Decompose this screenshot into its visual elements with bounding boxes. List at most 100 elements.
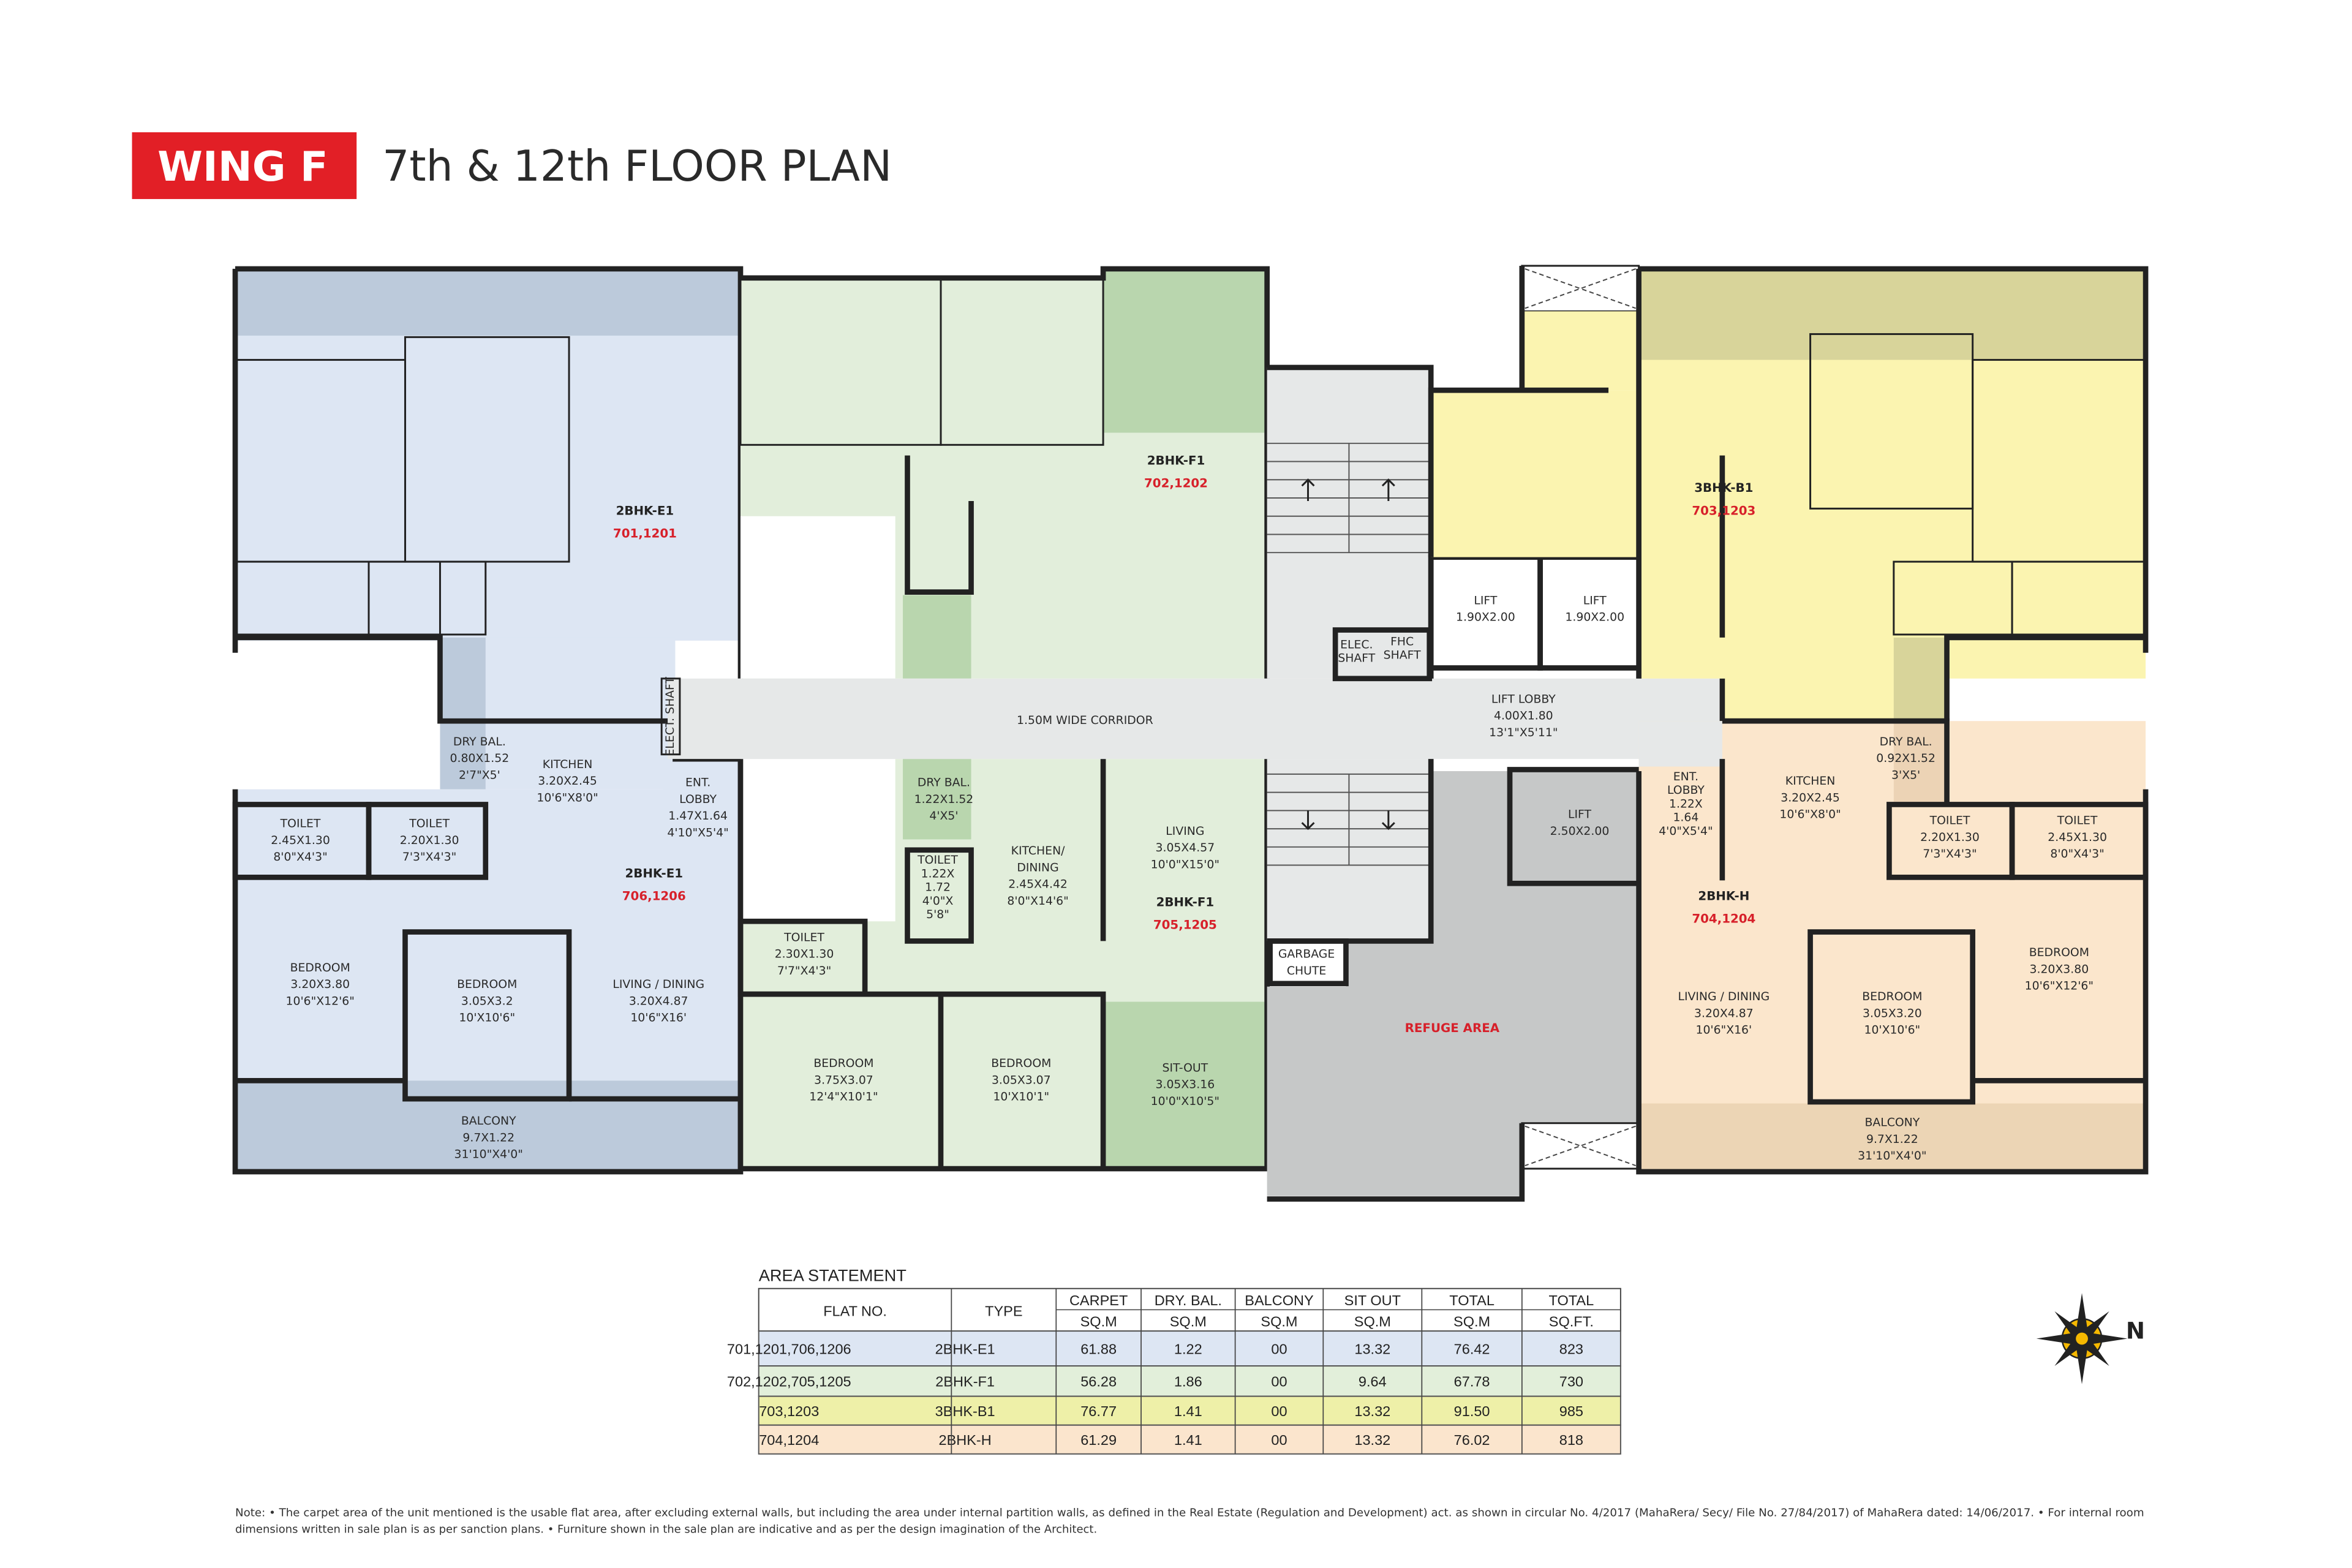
wing-label: WING F	[157, 143, 328, 190]
room-label-line: 3.05X3.16	[1156, 1079, 1215, 1091]
room-label-line: 2.45X4.42	[1008, 878, 1068, 891]
unit-type-label: 2BHK-E1	[616, 503, 674, 518]
column-header: SQ.M	[1453, 1314, 1490, 1330]
room-label-line: TOILET	[783, 931, 824, 944]
room-label-line: 1.50M WIDE CORRIDOR	[1017, 714, 1153, 727]
room-label-line: 2'7"X5'	[459, 769, 500, 782]
room-label-line: 3.20X3.80	[290, 978, 350, 991]
room-label-line: 10'6"X12'6"	[286, 995, 355, 1008]
room-label-line: 1.90X2.00	[1565, 611, 1624, 624]
column-header: SQ.M	[1170, 1314, 1207, 1330]
room-label-line: 7'7"X4'3"	[777, 965, 831, 978]
table-cell: 76.02	[1454, 1432, 1490, 1448]
room-label-line: BEDROOM	[813, 1057, 873, 1070]
note-line-2: dimensions written in sale plan is as pe…	[235, 1523, 1097, 1536]
room-label-line: SIT-OUT	[1163, 1061, 1208, 1074]
table-cell: 1.86	[1174, 1374, 1202, 1390]
unit-2bhk-h	[1636, 718, 2149, 1175]
room-label-line: 1.22X1.52	[914, 793, 974, 806]
room-label-line: 3.20X2.45	[1781, 791, 1840, 804]
room-label-line: BEDROOM	[991, 1057, 1051, 1070]
room-label-line: 10'X10'1"	[993, 1091, 1049, 1104]
table-cell: 2BHK-F1	[935, 1374, 995, 1390]
table-cell: 818	[1559, 1432, 1583, 1448]
table-cell: 00	[1271, 1374, 1287, 1390]
unit-type-label: 2BHK-E1	[625, 866, 683, 880]
room-label-line: BALCONY	[1864, 1117, 1920, 1129]
room-label-line: 8'0"X14'6"	[1007, 895, 1068, 908]
room-label-line: TOILET	[2057, 815, 2098, 827]
room-label-line: 3.20X4.87	[629, 995, 688, 1008]
table-cell: 61.88	[1080, 1341, 1117, 1357]
room-label-line: BEDROOM	[290, 962, 350, 974]
column-header: DRY. BAL.	[1155, 1292, 1222, 1308]
table-cell: 00	[1271, 1432, 1287, 1448]
unit-flat-numbers: 706,1206	[622, 889, 686, 903]
room-label-line: ENT.	[685, 777, 710, 790]
room-label-line: BEDROOM	[457, 978, 517, 991]
table-cell: 2BHK-E1	[935, 1341, 995, 1357]
room-label-line: SHAFT	[1384, 649, 1421, 662]
table-cell: 00	[1271, 1403, 1287, 1419]
table-cell: 61.29	[1080, 1432, 1117, 1448]
room-label-line: LOBBY	[1667, 784, 1705, 797]
room-label-line: 1.47X1.64	[668, 810, 728, 823]
unit-labels: 2BHK-E1701,12012BHK-E1706,12062BHK-F1702…	[613, 454, 1755, 932]
table-cell: 1.22	[1174, 1341, 1202, 1357]
room-label-line: 10'0"X10'5"	[1151, 1095, 1219, 1108]
table-cell: 2BHK-H	[939, 1432, 992, 1448]
room-label-line: TOILET	[409, 818, 450, 831]
room-label-line: 4'0"X	[922, 895, 954, 908]
room-label: BEDROOM 3.05X3.07 10'X10'1"	[991, 1057, 1051, 1104]
room-label-line: 10'6"X12'6"	[2025, 980, 2094, 993]
room-label-line: KITCHEN/	[1011, 845, 1066, 858]
table-cell: 823	[1559, 1341, 1583, 1357]
table-cell: 703,1203	[759, 1403, 819, 1419]
table-row	[758, 1365, 1621, 1397]
room-label-line: DRY BAL.	[1880, 736, 1932, 748]
table-cell: 00	[1271, 1341, 1287, 1357]
room-label-line: DRY BAL.	[453, 736, 506, 748]
room-label-line: 13'1"X5'11"	[1489, 726, 1558, 739]
unit-type-label: 3BHK-B1	[1694, 481, 1753, 495]
room-label-line: DRY BAL.	[918, 777, 970, 790]
table-cell: 985	[1559, 1403, 1583, 1419]
column-header: SQ.FT.	[1549, 1314, 1594, 1330]
room-label-line: LIVING / DINING	[1678, 990, 1770, 1003]
column-header: SQ.M	[1354, 1314, 1391, 1330]
table-cell: 9.64	[1359, 1374, 1387, 1390]
room-label-line: ELEC.	[1340, 638, 1373, 651]
room-label-line: 3.05X3.20	[1863, 1007, 1922, 1020]
room-label-line: BALCONY	[461, 1115, 516, 1128]
unit-flat-numbers: 701,1201	[613, 526, 677, 540]
table-cell: 76.77	[1080, 1403, 1117, 1419]
room-label-line: SHAFT	[1338, 652, 1375, 665]
room-label-line: KITCHEN	[543, 758, 593, 771]
room-label-line: 3.05X3.07	[992, 1074, 1051, 1087]
elect-shaft-label: ELECT. SHAFT	[664, 676, 677, 756]
table-cell: 13.32	[1354, 1403, 1390, 1419]
room-label-line: 4'0"X5'4"	[1659, 825, 1713, 838]
room-label-line: LIFT	[1474, 594, 1498, 607]
room-label-line: 0.80X1.52	[450, 752, 510, 765]
room-label-line: 2.20X1.30	[1920, 831, 1980, 844]
table-cell: 3BHK-B1	[935, 1403, 995, 1419]
room-label-line: 5'8"	[926, 908, 949, 921]
table-cell: 702,1202,705,1205	[727, 1374, 851, 1390]
table-cell: 13.32	[1354, 1341, 1390, 1357]
room-label-line: 3.05X4.57	[1156, 842, 1215, 854]
room-label-line: 1.22X	[921, 867, 955, 880]
room-label-line: 8'0"X4'3"	[2050, 848, 2104, 861]
